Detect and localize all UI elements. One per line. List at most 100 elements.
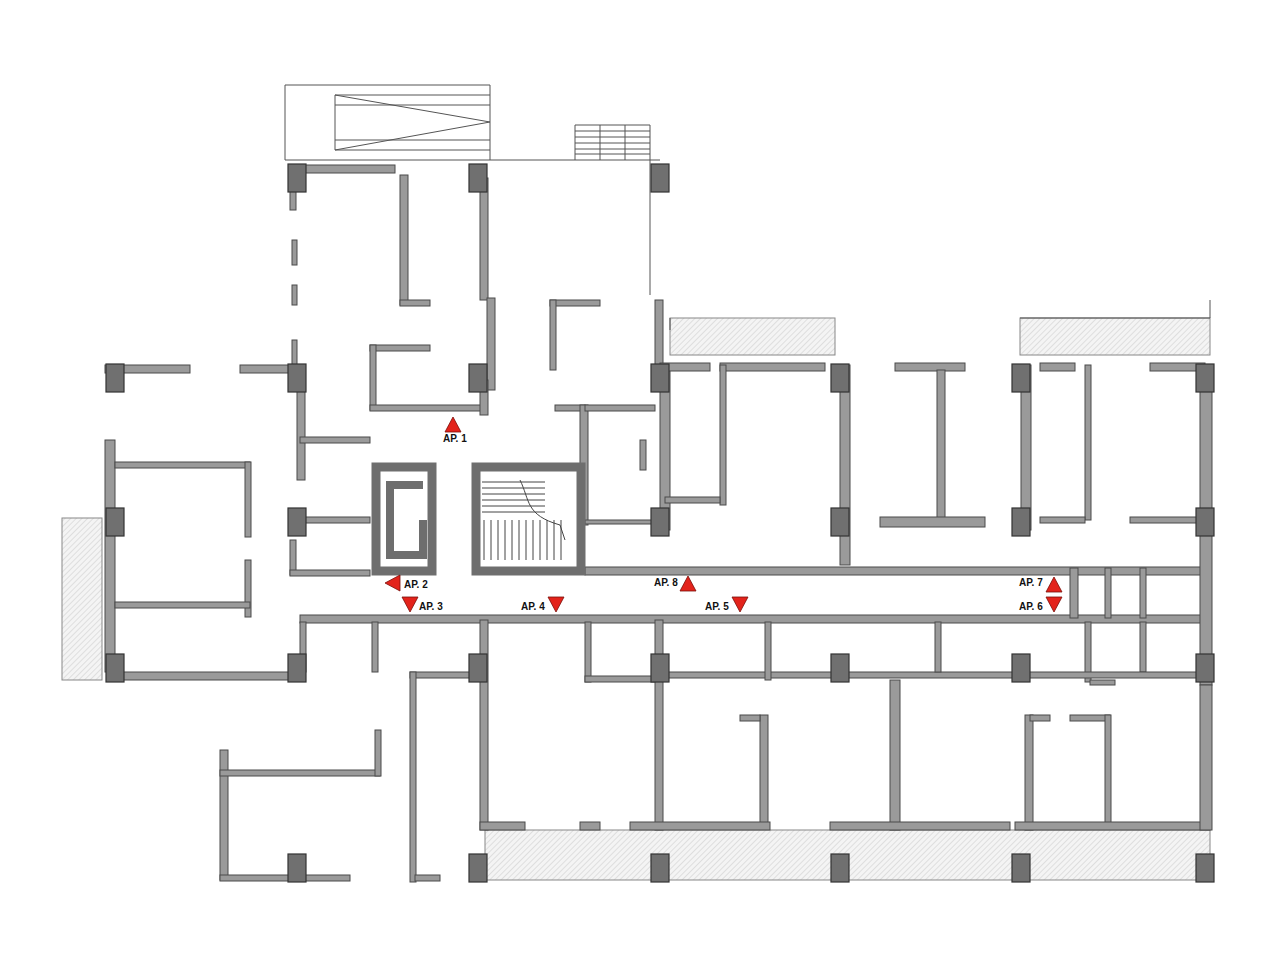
stair-tread	[482, 482, 545, 483]
column	[1012, 854, 1030, 882]
thin-line	[335, 105, 490, 106]
thin-line	[1210, 300, 1211, 318]
wall	[830, 822, 1010, 830]
stair-tread	[484, 520, 485, 560]
column	[469, 854, 487, 882]
stair-tread	[540, 520, 541, 560]
wall	[665, 497, 720, 503]
viewpoint-marker	[548, 597, 564, 612]
viewpoint-marker	[445, 417, 461, 432]
column	[1196, 364, 1214, 392]
wall	[1140, 568, 1146, 618]
viewpoint-label: AP. 7	[1018, 577, 1044, 588]
wall	[372, 622, 378, 672]
wall	[1025, 715, 1033, 830]
thin-line	[335, 140, 490, 141]
wall	[550, 300, 600, 306]
wall	[115, 672, 300, 680]
stair-tread	[526, 520, 527, 560]
wall	[890, 680, 900, 830]
balcony	[62, 518, 102, 680]
wall	[655, 620, 663, 830]
wall	[300, 517, 370, 523]
viewpoint-label: AP. 2	[403, 579, 429, 590]
wall	[370, 345, 430, 351]
wall	[480, 620, 488, 830]
viewpoint-marker	[402, 597, 418, 612]
thin-line	[575, 143, 650, 144]
wall	[935, 622, 941, 672]
wall	[1070, 568, 1078, 618]
column	[831, 364, 849, 392]
column	[831, 508, 849, 536]
wall	[297, 165, 395, 173]
stair-tread	[554, 520, 555, 560]
wall	[480, 178, 488, 300]
wall	[487, 298, 495, 390]
wall	[880, 517, 985, 527]
thin-line	[285, 160, 490, 161]
viewpoint-label: AP. 5	[704, 601, 730, 612]
thin-line	[575, 125, 650, 126]
balcony	[1020, 318, 1210, 355]
core-wall	[376, 467, 432, 571]
wall	[937, 370, 945, 520]
thin-line	[335, 150, 490, 151]
thin-line	[285, 85, 286, 160]
wall	[1130, 517, 1205, 523]
wall	[370, 345, 376, 410]
stair-tread	[533, 520, 534, 560]
column	[106, 364, 124, 392]
column	[288, 654, 306, 682]
thin-line	[575, 149, 650, 150]
wall	[1105, 568, 1111, 618]
wall	[292, 285, 297, 305]
wall	[655, 300, 663, 365]
viewpoint-marker	[1046, 577, 1062, 592]
column	[831, 854, 849, 882]
wall	[105, 440, 115, 672]
wall	[585, 676, 655, 682]
viewpoint-marker	[680, 576, 696, 591]
wall	[630, 822, 770, 830]
thin-line	[600, 125, 601, 160]
wall	[1085, 365, 1091, 520]
wall	[400, 300, 430, 306]
column	[469, 654, 487, 682]
column	[831, 654, 849, 682]
wall	[1090, 680, 1115, 685]
column	[288, 508, 306, 536]
stair-tread	[482, 494, 545, 495]
stair-tread	[482, 488, 545, 489]
wall	[480, 822, 525, 830]
thin-line	[335, 122, 490, 150]
thin-line	[575, 137, 650, 138]
stair-tread	[482, 506, 545, 507]
column	[469, 164, 487, 192]
thin-line	[670, 318, 671, 330]
column	[469, 364, 487, 392]
wall	[415, 875, 440, 881]
wall	[375, 730, 381, 776]
wall	[297, 380, 305, 480]
viewpoint-label: AP. 8	[653, 577, 679, 588]
wall	[240, 365, 295, 373]
core-wall	[476, 467, 581, 571]
column	[1012, 654, 1030, 682]
column	[651, 854, 669, 882]
wall	[585, 567, 1205, 575]
column	[651, 364, 669, 392]
wall	[1105, 715, 1111, 825]
column	[106, 508, 124, 536]
viewpoint-label: AP. 6	[1018, 601, 1044, 612]
wall	[1040, 517, 1085, 523]
wall	[640, 440, 646, 470]
column	[651, 654, 669, 682]
viewpoint-label: AP. 1	[442, 433, 468, 444]
wall	[660, 672, 1200, 678]
column	[1196, 508, 1214, 536]
wall	[585, 520, 655, 524]
stair-tread	[498, 520, 499, 560]
stair-tread	[512, 520, 513, 560]
